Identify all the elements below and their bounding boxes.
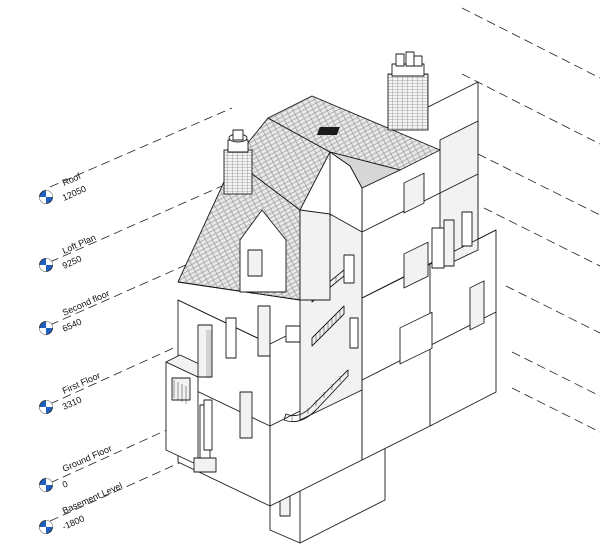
level-roof: Roof 12050 <box>39 171 88 204</box>
level-first-floor: First Floor 3310 <box>39 370 102 414</box>
level-extension-lines-left <box>49 107 233 522</box>
main-roof <box>177 95 441 301</box>
house-isometric-section <box>165 51 497 544</box>
level-name: Ground Floor <box>61 443 114 474</box>
level-basement: Basement Level -1800 <box>39 480 124 534</box>
chimney-left <box>223 129 253 195</box>
level-marker-icon <box>39 258 53 272</box>
level-marker-icon <box>39 190 53 204</box>
level-elevation: 3310 <box>61 395 83 412</box>
level-markers: Roof 12050 Loft Plan 9250 Second floor 6… <box>39 171 124 534</box>
level-marker-icon <box>39 400 53 414</box>
level-name: Loft Plan <box>61 232 98 256</box>
level-name: Second floor <box>61 288 111 318</box>
left-rooms <box>197 249 301 451</box>
level-second-floor: Second floor 6540 <box>39 288 111 335</box>
level-name: Basement Level <box>61 480 124 515</box>
level-elevation: 0 <box>61 479 70 490</box>
level-elevation: -1800 <box>61 513 86 532</box>
chimney-right <box>387 51 429 131</box>
level-loft-plan: Loft Plan 9250 <box>39 232 98 272</box>
level-marker-icon <box>39 520 53 534</box>
level-marker-icon <box>39 478 53 492</box>
level-ground-floor: Ground Floor 0 <box>39 443 114 492</box>
level-marker-icon <box>39 321 53 335</box>
level-extension-lines-right <box>461 7 600 433</box>
